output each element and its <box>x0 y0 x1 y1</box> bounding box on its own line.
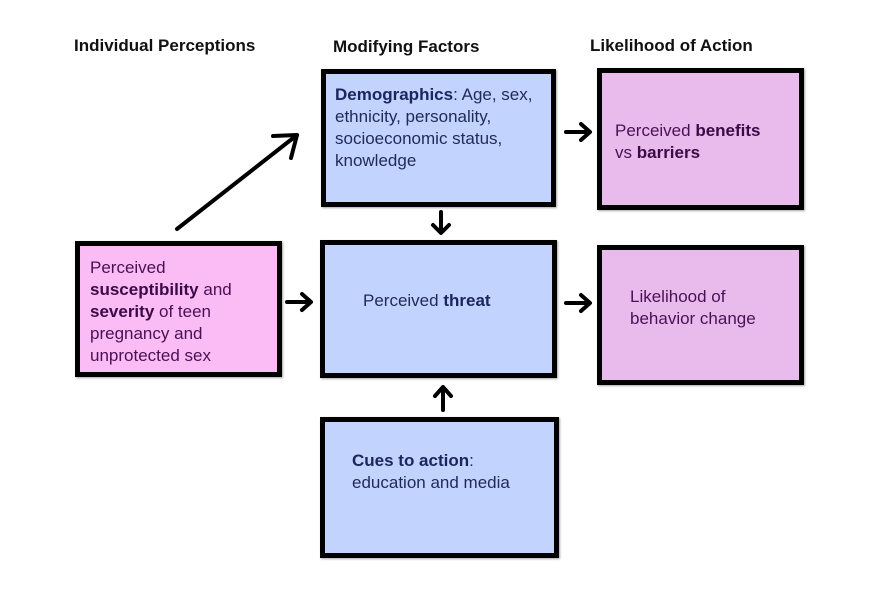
barriers-label: barriers <box>636 143 701 162</box>
benefits-label: benefits <box>695 121 761 140</box>
arrow-cues-to-threat-icon <box>433 385 453 412</box>
cues-colon: : <box>469 451 474 470</box>
cues-title: Cues to action <box>352 451 470 470</box>
benefits-barriers-box: Perceived benefits vs barriers <box>597 68 804 210</box>
header-likelihood-of-action: Likelihood of Action <box>590 36 753 55</box>
demographics-box: Demographics: Age, sex, ethnicity, perso… <box>321 69 556 207</box>
individual-and: and <box>198 280 232 299</box>
cues-to-action-box: Cues to action: education and media <box>320 417 559 558</box>
threat-prefix: Perceived <box>363 291 444 310</box>
diagonal-arrow-icon <box>175 133 299 231</box>
individual-perceptions-box: Perceived susceptibility and severity of… <box>75 241 282 377</box>
behavior-change-box: Likelihood of behavior change <box>597 245 804 385</box>
behavior-change-text: Likelihood of behavior change <box>630 287 756 328</box>
arrow-individual-to-threat-icon <box>285 292 313 312</box>
arrow-demographics-to-threat-icon <box>431 210 451 235</box>
header-modifying-factors: Modifying Factors <box>333 37 480 56</box>
individual-text: of teen pregnancy and unprotected sex <box>90 302 211 365</box>
individual-prefix: Perceived <box>90 258 166 277</box>
benefits-vs: vs <box>615 143 637 162</box>
susceptibility-label: susceptibility <box>90 280 199 299</box>
perceived-threat-box: Perceived threat <box>320 240 557 378</box>
header-individual-perceptions: Individual Perceptions <box>74 36 256 55</box>
threat-label: threat <box>443 291 491 310</box>
severity-label: severity <box>90 302 155 321</box>
benefits-prefix: Perceived <box>615 121 696 140</box>
demographics-text: : Age, sex, ethnicity, personality, soci… <box>335 85 533 170</box>
arrow-threat-to-behavior-icon <box>564 293 592 313</box>
cues-text: education and media <box>352 473 510 492</box>
demographics-title: Demographics <box>335 85 454 104</box>
arrow-demographics-to-benefits-icon <box>564 122 592 142</box>
